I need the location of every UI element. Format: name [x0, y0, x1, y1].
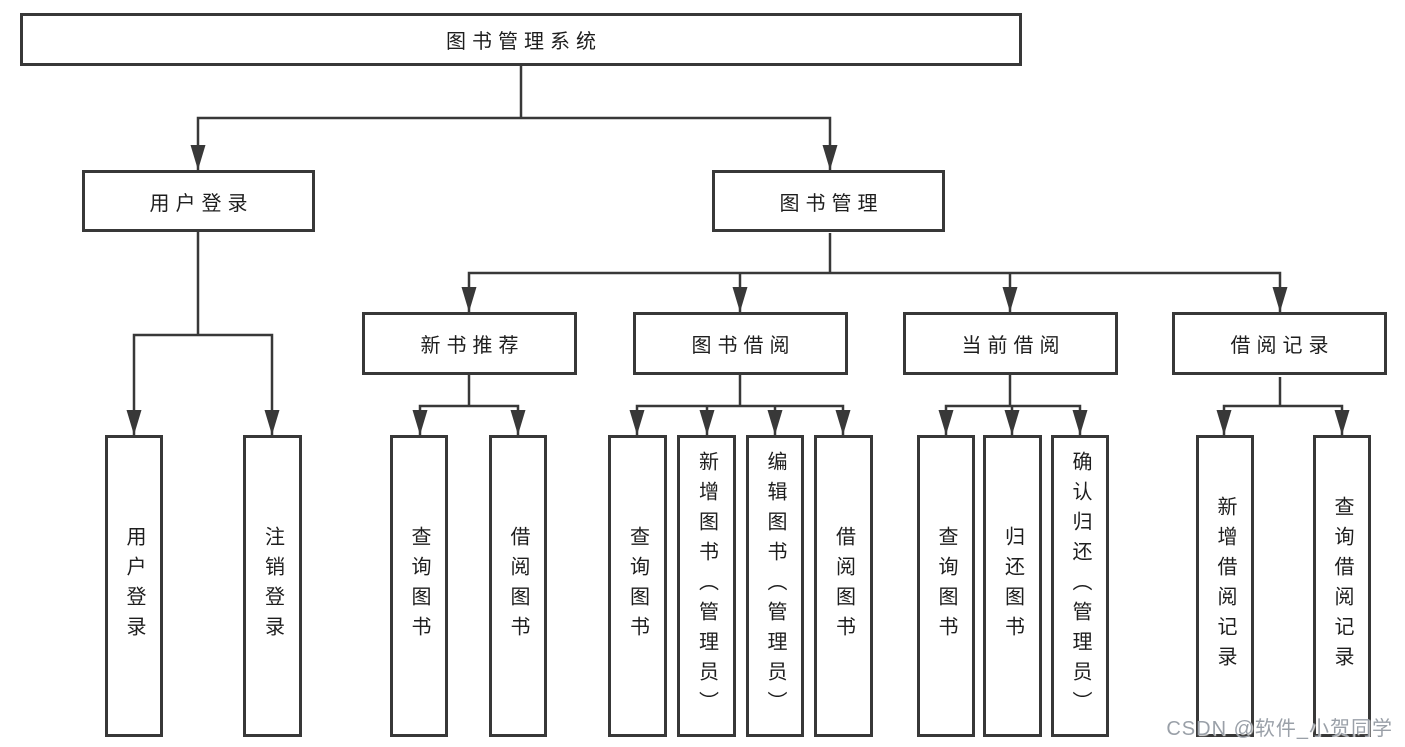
leaf-add-borrow-record-label: 新增借阅记录 — [1214, 496, 1236, 676]
node-book-management-label: 图书管理 — [779, 192, 884, 215]
node-user-login-module: 用户登录 — [82, 170, 315, 232]
leaf-edit-book-admin: 编辑图书（管理员） — [746, 435, 804, 737]
arrowhead-icons — [126, 145, 1350, 435]
leaf-add-book-admin: 新增图书（管理员） — [677, 435, 736, 737]
node-borrowing-records-label: 借阅记录 — [1230, 335, 1335, 357]
leaf-query-books-current: 查询图书 — [917, 435, 975, 737]
leaf-edit-book-admin-label: 编辑图书（管理员） — [764, 451, 786, 721]
leaf-add-book-admin-label: 新增图书（管理员） — [695, 451, 718, 721]
leaf-confirm-return-admin-label: 确认归还（管理员） — [1069, 451, 1091, 721]
node-book-borrowing: 图书借阅 — [633, 312, 848, 375]
leaf-user-login: 用户登录 — [105, 435, 163, 737]
node-book-management: 图书管理 — [712, 170, 945, 232]
leaf-user-login-label: 用户登录 — [123, 526, 145, 646]
leaf-query-books-recommend: 查询图书 — [390, 435, 448, 737]
leaf-query-books-current-label: 查询图书 — [935, 526, 957, 646]
leaf-return-books: 归还图书 — [983, 435, 1042, 737]
leaf-query-borrow-record-label: 查询借阅记录 — [1331, 496, 1353, 676]
leaf-borrow-books-borrowing-label: 借阅图书 — [832, 526, 855, 646]
node-borrowing-records: 借阅记录 — [1172, 312, 1387, 375]
node-library-system-label: 图书管理系统 — [446, 31, 602, 53]
leaf-query-books-borrowing: 查询图书 — [608, 435, 667, 737]
node-user-login-module-label: 用户登录 — [149, 192, 254, 215]
node-library-system: 图书管理系统 — [20, 13, 1022, 66]
node-current-borrowing-label: 当前借阅 — [961, 335, 1066, 357]
leaf-query-borrow-record: 查询借阅记录 — [1313, 435, 1371, 737]
leaf-borrow-books-recommend-label: 借阅图书 — [507, 526, 529, 646]
node-new-book-recommend: 新书推荐 — [362, 312, 577, 375]
leaf-return-books-label: 归还图书 — [1001, 526, 1024, 646]
leaf-borrow-books-borrowing: 借阅图书 — [814, 435, 873, 737]
leaf-add-borrow-record: 新增借阅记录 — [1196, 435, 1254, 737]
leaf-borrow-books-recommend: 借阅图书 — [489, 435, 547, 737]
node-book-borrowing-label: 图书借阅 — [691, 335, 796, 357]
connector-paths — [132, 66, 1344, 435]
leaf-logout-label: 注销登录 — [261, 526, 284, 646]
leaf-confirm-return-admin: 确认归还（管理员） — [1051, 435, 1109, 737]
node-current-borrowing: 当前借阅 — [903, 312, 1118, 375]
leaf-logout: 注销登录 — [243, 435, 302, 737]
node-new-book-recommend-label: 新书推荐 — [420, 335, 525, 357]
leaf-query-books-recommend-label: 查询图书 — [408, 526, 430, 646]
leaf-query-books-borrowing-label: 查询图书 — [626, 526, 649, 646]
csdn-watermark: CSDN @软件_小贺同学 — [1166, 718, 1393, 740]
